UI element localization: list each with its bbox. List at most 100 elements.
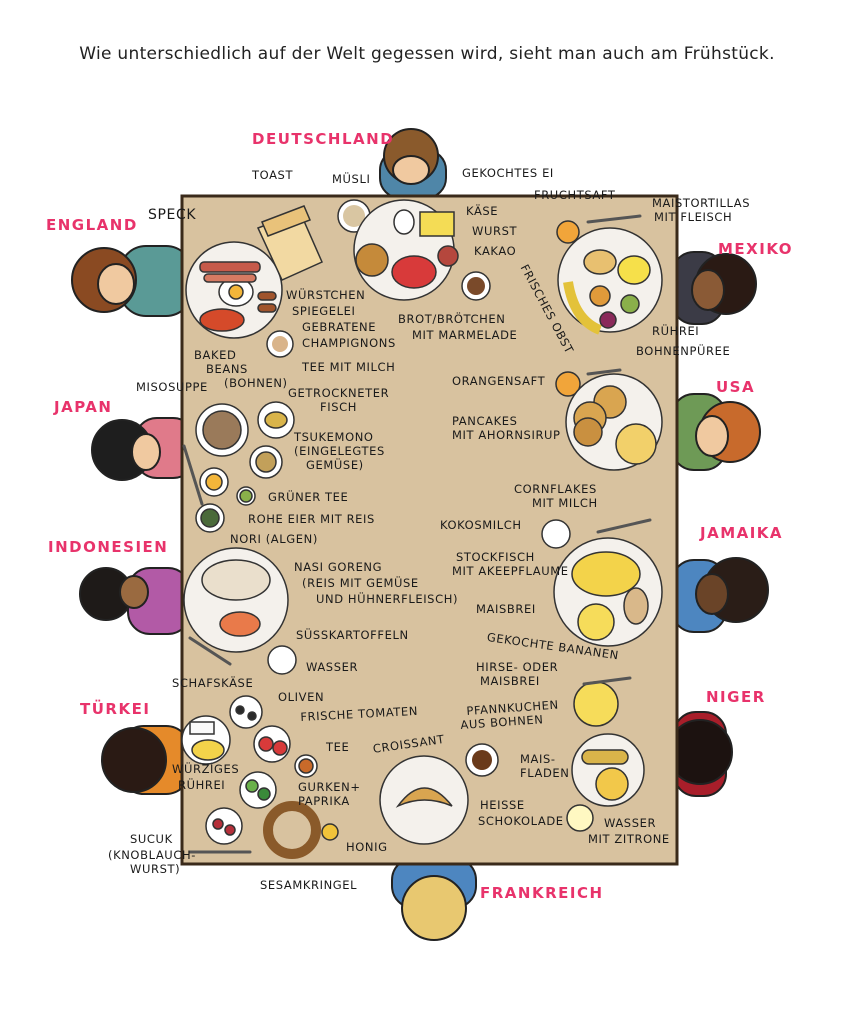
label-spiegelei: SPIEGELEI (292, 304, 356, 318)
person-usa (671, 393, 761, 471)
label-wasser-zitrone-1: WASSER (604, 816, 657, 830)
label-speck: SPECK (148, 207, 197, 223)
label-baked-2: BEANS (206, 362, 248, 376)
label-honig: HONIG (346, 840, 388, 854)
plate-deutschland (353, 199, 459, 301)
plate-usa (565, 373, 663, 471)
turkey-dishes (181, 695, 339, 859)
label-nasi-3: UND HÜHNERFLEISCH) (316, 592, 459, 606)
label-kakao: KAKAO (474, 244, 517, 258)
label-nasi-1: NASI GORENG (294, 560, 383, 574)
person-england (71, 245, 193, 317)
label-sucuk-3: WURST) (130, 862, 181, 876)
label-maistortillas-1: MAISTORTILLAS (652, 196, 751, 210)
label-getrockneter-2: FISCH (320, 400, 357, 414)
label-tsukemono-2: (EINGELEGTES (294, 444, 385, 458)
label-getrockneter-1: GETROCKNETER (288, 386, 390, 400)
person-jamaika (671, 557, 769, 633)
person-niger (667, 711, 733, 797)
label-gebratene-2: CHAMPIGNONS (302, 336, 396, 350)
plate-niger (571, 733, 645, 807)
cup-wasser-indonesien (267, 645, 297, 675)
label-misosuppe: MISOSUPPE (136, 380, 208, 394)
label-gekochtes-ei: GEKOCHTES EI (462, 166, 554, 180)
bowl-hirsebrei (573, 681, 619, 727)
label-tsukemono-1: TSUKEMONO (294, 430, 374, 444)
label-marmelade: MIT MARMELADE (412, 328, 518, 342)
country-england: ENGLAND (46, 216, 138, 234)
label-tee-tuerkei: TEE (326, 740, 350, 754)
plate-mexiko (557, 227, 663, 335)
country-deutschland: DEUTSCHLAND (252, 130, 395, 148)
country-japan: JAPAN (54, 398, 113, 416)
label-rohe-eier: ROHE EIER MIT REIS (248, 512, 375, 526)
cup-wasser-zitrone (566, 804, 594, 832)
caption: Wie unterschiedlich auf der Welt gegesse… (79, 44, 775, 64)
person-frankreich (391, 857, 477, 941)
label-maisbrei: MAISBREI (476, 602, 536, 616)
label-cornflakes-1: CORNFLAKES (514, 482, 597, 496)
label-wurst: WURST (472, 224, 518, 238)
plate-indonesien (183, 547, 289, 653)
label-wuerstchen: WÜRSTCHEN (286, 288, 366, 302)
label-schafskaese: SCHAFSKÄSE (172, 676, 254, 690)
person-deutschland (379, 128, 447, 199)
label-kokosmilch: KOKOSMILCH (440, 518, 522, 532)
label-fruchtsaft: FRUCHTSAFT (534, 188, 616, 202)
country-mexiko: MEXIKO (718, 240, 794, 258)
label-heisse-2: SCHOKOLADE (478, 814, 564, 828)
label-hirse-2: MAISBREI (480, 674, 540, 688)
label-tee-mit-milch: TEE MIT MILCH (302, 360, 396, 374)
label-gebratene-1: GEBRATENE (302, 320, 377, 334)
label-ruehrei-mexiko: RÜHREI (652, 324, 700, 338)
label-sucuk-1: SUCUK (130, 832, 173, 846)
cup-kokosmilch (541, 519, 571, 549)
label-gurken-2: PAPRIKA (298, 794, 350, 808)
country-niger: NIGER (706, 688, 766, 706)
country-frankreich: FRANKREICH (480, 884, 604, 902)
label-orangensaft: ORANGENSAFT (452, 374, 546, 388)
plate-england (185, 241, 283, 339)
label-wuerziges-2: RÜHREI (178, 778, 226, 792)
person-japan (91, 417, 196, 481)
plate-jamaika (553, 537, 663, 647)
label-muesli: MÜSLI (332, 172, 371, 186)
label-cornflakes-2: MIT MILCH (532, 496, 598, 510)
label-hirse-1: HIRSE- ODER (476, 660, 559, 674)
label-wasser-indonesien: WASSER (306, 660, 359, 674)
label-wasser-zitrone-2: MIT ZITRONE (588, 832, 670, 846)
label-pancakes-2: MIT AHORNSIRUP (452, 428, 561, 442)
label-bohnenpueree: BOHNENPÜREE (636, 344, 731, 358)
label-stockfisch-1: STOCKFISCH (456, 550, 535, 564)
label-gurken-1: GURKEN+ (298, 780, 361, 794)
person-mexiko (671, 251, 757, 325)
label-nasi-2: (REIS MIT GEMÜSE (302, 576, 419, 590)
label-maistortillas-2: MIT FLEISCH (654, 210, 733, 224)
country-indonesien: INDONESIEN (48, 538, 169, 556)
cup-orangensaft (555, 371, 581, 397)
plate-frankreich (379, 755, 469, 845)
japan-dishes (195, 401, 295, 533)
label-wuerziges-1: WÜRZIGES (172, 762, 240, 776)
label-sucuk-2: (KNOBLAUCH- (108, 848, 196, 862)
cup-fruchtsaft (556, 220, 580, 244)
label-baked-1: BAKED (194, 348, 237, 362)
label-suesskartoffeln: SÜSSKARTOFFELN (296, 628, 409, 642)
label-brot: BROT/BRÖTCHEN (398, 312, 506, 326)
label-oliven: OLIVEN (278, 690, 325, 704)
label-sesamkringel: SESAMKRINGEL (260, 878, 358, 892)
label-nori: NORI (ALGEN) (230, 532, 318, 546)
person-indonesien (79, 567, 191, 635)
label-heisse-1: HEISSE (480, 798, 525, 812)
country-usa: USA (716, 378, 756, 396)
label-tsukemono-3: GEMÜSE) (306, 458, 364, 472)
country-tuerkei: TÜRKEI (80, 700, 151, 718)
label-gruener-tee: GRÜNER TEE (268, 490, 349, 504)
label-stockfisch-2: MIT AKEEPFLAUME (452, 564, 569, 578)
label-kaese: KÄSE (466, 204, 499, 218)
toast (256, 205, 323, 281)
label-pancakes-1: PANCAKES (452, 414, 518, 428)
label-toast: TOAST (252, 168, 294, 182)
